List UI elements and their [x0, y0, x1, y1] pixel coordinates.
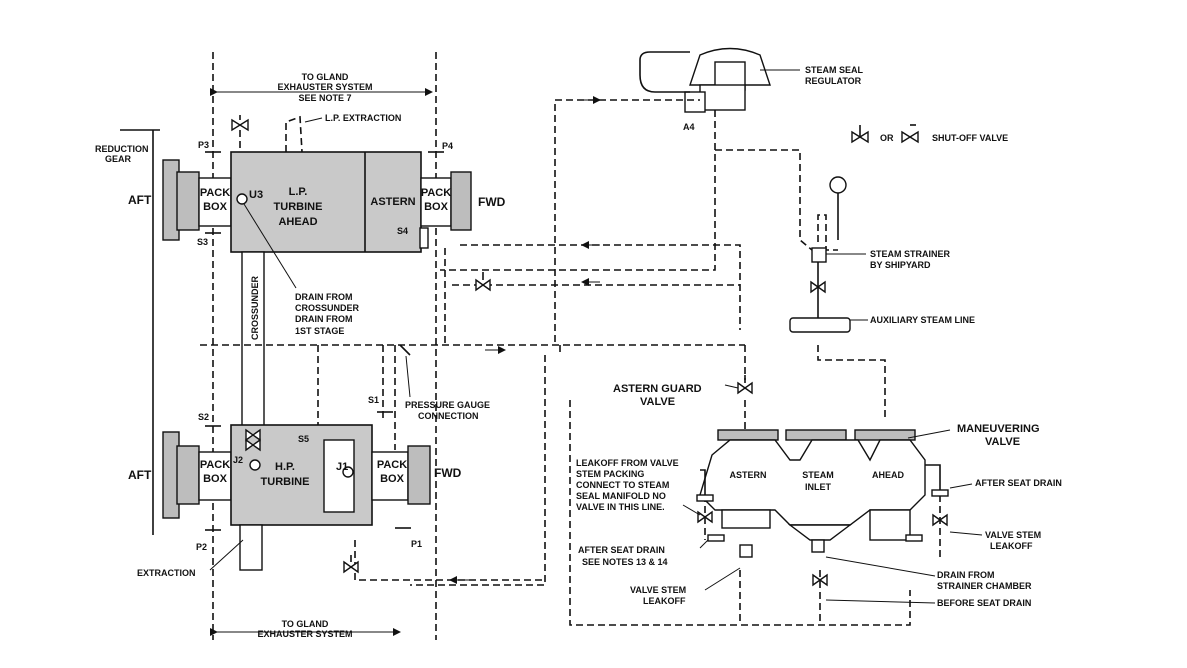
- leakoff-note-line5: VALVE IN THIS LINE.: [576, 502, 665, 512]
- p2-label: P2: [196, 542, 207, 552]
- reduction-gear-line2: GEAR: [105, 154, 132, 164]
- gland-exhauster-bottom: TO GLAND EXHAUSTER SYSTEM: [210, 619, 401, 639]
- drain-strainer-chamber-line1: DRAIN FROM: [937, 570, 995, 580]
- before-seat-drain-label: BEFORE SEAT DRAIN: [937, 598, 1031, 608]
- leakoff-note-line2: STEM PACKING: [576, 469, 644, 479]
- s4-label: S4: [397, 226, 408, 236]
- aft-label-bottom: AFT: [128, 468, 152, 482]
- crossover-shutoff-valve-icon: [475, 272, 491, 292]
- s3-label: S3: [197, 237, 208, 247]
- to-gland-top-line3: SEE NOTE 7: [298, 93, 351, 103]
- lp-extraction-pipe: L.P. EXTRACTION: [285, 113, 401, 153]
- after-seat-drain-notes-line2: SEE NOTES 13 & 14: [582, 557, 668, 567]
- steam-seal-regulator-line2: REGULATOR: [805, 76, 862, 86]
- auxiliary-steam-line-label: AUXILIARY STEAM LINE: [870, 315, 975, 325]
- leakoff-note-line3: CONNECT TO STEAM: [576, 480, 669, 490]
- lp-turbine-assembly: PACK BOX L.P. TURBINE AHEAD ASTERN PACK …: [162, 140, 506, 253]
- p4-label: P4: [442, 141, 453, 151]
- hp-drain-shutoff-valve-icon: [343, 555, 359, 574]
- reduction-gear-line1: REDUCTION: [95, 144, 149, 154]
- s1-label: S1: [368, 395, 379, 405]
- drain-strainer-chamber-line2: STRAINER CHAMBER: [937, 581, 1032, 591]
- astern-guard-line1: ASTERN GUARD: [613, 383, 702, 395]
- legend-shutoff-label: SHUT-OFF VALVE: [932, 133, 1008, 143]
- valve-stem-leakoff-left-line2: LEAKOFF: [643, 596, 686, 606]
- to-gland-top-line1: TO GLAND: [302, 72, 349, 82]
- aft-label-top: AFT: [128, 193, 152, 207]
- lp-top-shutoff-valve-icon: [231, 115, 249, 152]
- maneuvering-valve-callouts: AFTER SEAT DRAIN VALVE STEM LEAKOFF DRAI…: [576, 458, 1062, 608]
- hp-extraction-pipe: EXTRACTION: [137, 524, 263, 578]
- fwd-label-bottom: FWD: [434, 466, 462, 480]
- lp-turbine-line3: AHEAD: [278, 216, 317, 228]
- pressure-gauge-connection: PRESSURE GAUGE CONNECTION: [399, 344, 490, 421]
- p3-label: P3: [198, 140, 209, 150]
- u3-label: U3: [249, 189, 263, 201]
- valve-stem-leakoff-right-line2: LEAKOFF: [990, 541, 1033, 551]
- pressure-gauge-line2: CONNECTION: [418, 411, 479, 421]
- lp-turbine-line2: TURBINE: [274, 201, 323, 213]
- lp-astern-label: ASTERN: [370, 196, 415, 208]
- mv-astern-label: ASTERN: [729, 470, 766, 480]
- lp-pack-box-aft-line1: PACK: [200, 187, 230, 199]
- steam-seal-regulator-line1: STEAM SEAL: [805, 65, 864, 75]
- steam-strainer-line1: STEAM STRAINER: [870, 249, 951, 259]
- steam-strainer-assembly: STEAM STRAINER BY SHIPYARD AUXILIARY STE…: [789, 176, 975, 333]
- hp-turbine-line1: H.P.: [275, 461, 295, 473]
- legend-or: OR: [880, 133, 894, 143]
- s5-label: S5: [298, 434, 309, 444]
- lp-pack-box-fwd-line2: BOX: [424, 201, 449, 213]
- drain-crossunder-line1: DRAIN FROM: [295, 292, 353, 302]
- hp-pack-box-aft-line2: BOX: [203, 473, 228, 485]
- legend-shutoff-valve: OR SHUT-OFF VALVE: [851, 124, 1008, 144]
- hp-pack-box-aft-line1: PACK: [200, 459, 230, 471]
- j1-label: J1: [336, 461, 348, 473]
- drain-crossunder-line2: CROSSUNDER: [295, 303, 360, 313]
- steam-strainer-line2: BY SHIPYARD: [870, 260, 931, 270]
- hp-turbine-line2: TURBINE: [261, 476, 310, 488]
- leakoff-note-line1: LEAKOFF FROM VALVE: [576, 458, 679, 468]
- to-gland-top-line2: EXHAUSTER SYSTEM: [277, 82, 372, 92]
- s2-label: S2: [198, 412, 209, 422]
- lp-turbine-line1: L.P.: [289, 186, 308, 198]
- mv-ahead-label: AHEAD: [872, 470, 905, 480]
- steam-seal-manifold: [200, 96, 941, 626]
- maneuvering-valve-line1: MANEUVERING: [957, 423, 1040, 435]
- j2-label: J2: [233, 455, 243, 465]
- steam-seal-regulator: STEAM SEAL REGULATOR A4: [639, 47, 864, 132]
- lp-pack-box-fwd-line1: PACK: [421, 187, 451, 199]
- to-gland-bottom-line2: EXHAUSTER SYSTEM: [257, 629, 352, 639]
- p1-label: P1: [411, 539, 422, 549]
- hp-pack-box-fwd-line2: BOX: [380, 473, 405, 485]
- valve-stem-leakoff-right-line1: VALVE STEM: [985, 530, 1041, 540]
- after-seat-drain-right-label: AFTER SEAT DRAIN: [975, 478, 1062, 488]
- fwd-label-top: FWD: [478, 195, 506, 209]
- valve-stem-leakoff-left-line1: VALVE STEM: [630, 585, 686, 595]
- pressure-gauge-line1: PRESSURE GAUGE: [405, 400, 490, 410]
- leakoff-note-line4: SEAL MANIFOLD NO: [576, 491, 666, 501]
- gland-exhauster-top-header: TO GLAND EXHAUSTER SYSTEM SEE NOTE 7: [210, 52, 437, 640]
- astern-guard-line2: VALVE: [640, 396, 675, 408]
- maneuvering-valve-line2: VALVE: [985, 436, 1020, 448]
- mv-steam-inlet-line2: INLET: [805, 482, 832, 492]
- reduction-gear: REDUCTION GEAR AFT AFT: [95, 129, 160, 535]
- drain-crossunder-line4: 1ST STAGE: [295, 326, 344, 336]
- hp-pack-box-fwd-line1: PACK: [377, 459, 407, 471]
- after-seat-drain-notes-line1: AFTER SEAT DRAIN: [578, 545, 665, 555]
- lp-extraction-label: L.P. EXTRACTION: [325, 113, 401, 123]
- crossunder-label: CROSSUNDER: [250, 275, 260, 340]
- drain-crossunder-line3: DRAIN FROM: [295, 314, 353, 324]
- to-gland-bottom-line1: TO GLAND: [282, 619, 329, 629]
- lp-pack-box-aft-line2: BOX: [203, 201, 228, 213]
- mv-steam-inlet-line1: STEAM: [802, 470, 834, 480]
- extraction-label: EXTRACTION: [137, 568, 196, 578]
- maneuvering-valve: ASTERN STEAM INLET AHEAD MANEUVERING VAL…: [696, 423, 1040, 587]
- hp-turbine-assembly: PACK BOX H.P. TURBINE PACK BOX FWD S1 S2…: [162, 395, 462, 552]
- crossunder-pipe: CROSSUNDER DRAIN FROM CROSSUNDER DRAIN F…: [241, 203, 360, 433]
- a4-label: A4: [683, 122, 695, 132]
- astern-guard-valve: ASTERN GUARD VALVE: [613, 375, 753, 408]
